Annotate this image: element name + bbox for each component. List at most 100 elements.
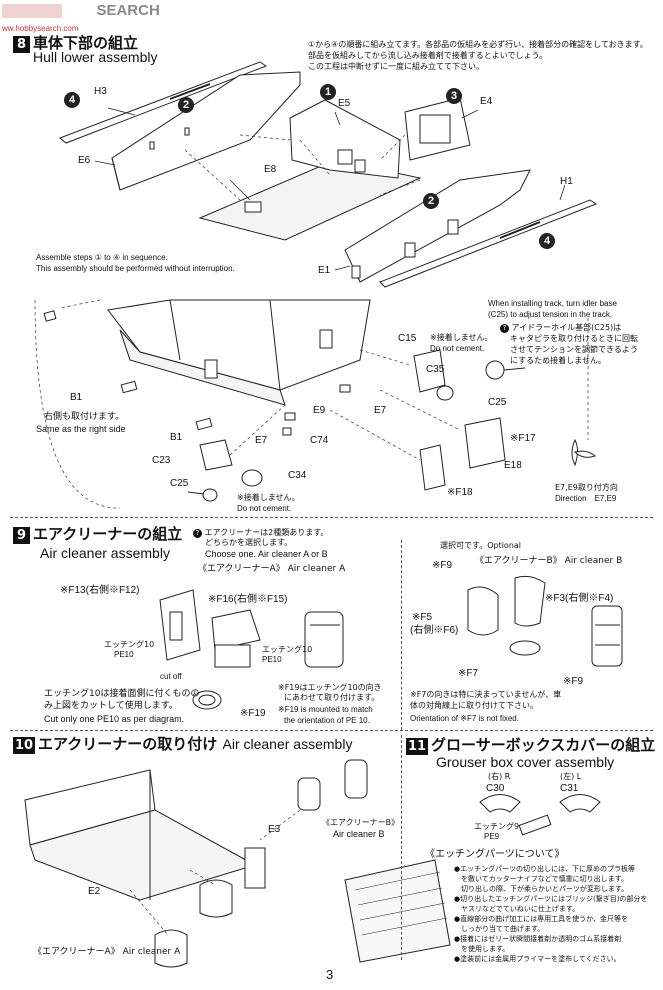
right-label: (右) R: [488, 772, 511, 781]
part-label-f18: ※F18: [447, 487, 473, 498]
optional-note: 選択可です。Optional: [440, 541, 522, 550]
pe9-label: PE9: [484, 832, 500, 841]
part-label-c74: C74: [310, 435, 329, 446]
part-label-h3: H3: [94, 86, 107, 97]
pe-parts-title: 《エッチングパーツについて》: [425, 849, 565, 860]
track-note-jp-3: させてテンションを調節できるよう: [510, 345, 638, 354]
pe-note-en: Cut only one PE10 as per diagram.: [44, 714, 185, 724]
part-label-c30: C30: [486, 783, 505, 794]
part-label-f6: (右側※F6): [410, 625, 459, 636]
part-label-f5: ※F5: [412, 612, 433, 623]
part-label-e5: E5: [338, 98, 351, 109]
section8-note-jp-2: 部品を仮組みしてから流し込み接着剤で接着するとよいでしょう。: [308, 51, 548, 60]
track-note-en-2: (C25) to adjust tension in the track.: [488, 310, 613, 319]
section10-cleaner-b-jp: 《エアクリーナーB》: [322, 818, 400, 827]
section8-title-en: Hull lower assembly: [33, 49, 158, 65]
pe10b-label: PE10: [262, 655, 282, 664]
section10-cleaner-a: 《エアクリーナーA》 Air cleaner A: [33, 947, 181, 957]
cleaner-b-title: 《エアクリーナーB》 Air cleaner B: [475, 556, 623, 566]
section8-note-en-2: This assembly should be performed withou…: [36, 264, 235, 273]
step-circle-2a: 2: [178, 97, 194, 113]
pe10b-label-jp: エッチング10: [262, 645, 313, 654]
pe-note-2: を敷いてカッターナイフなどで慎重に切り出します。: [454, 875, 628, 883]
section-divider-1: [10, 517, 653, 518]
part-label-e9: E9: [313, 405, 326, 416]
part-label-f9b: ※F9: [563, 676, 584, 687]
cleaner-a-title: 《エアクリーナーA》 Air cleaner A: [198, 564, 346, 574]
no-cement-note-en-1: Do not cement.: [430, 344, 485, 353]
no-cement-note-jp-2: ※接着しません。: [237, 493, 300, 502]
part-label-e4: E4: [480, 96, 493, 107]
no-cement-note-jp-1: ※接着しません。: [430, 333, 493, 342]
watermark-url: ww.hobbysearch.com: [2, 24, 79, 33]
part-label-e18: E18: [504, 460, 522, 471]
pe-note-5: ヤスリなどでていねいに仕上げます。: [454, 905, 580, 913]
pe-parts-notes: ●エッチングパーツの切り出しには、下に厚めのプラ板等 を敷いてカッターナイフなど…: [454, 864, 647, 964]
pe-note-jp-2: み上図をカットして使用します。: [44, 701, 178, 711]
part-label-e7b: E7: [255, 435, 268, 446]
section10-title-en: Air cleaner assembly: [222, 736, 353, 752]
pe-note-9: を使用します。: [454, 945, 510, 953]
part-label-e3: E3: [268, 824, 281, 835]
part-label-c15: C15: [398, 333, 417, 344]
f7-note-en: Orientation of ※F7 is not fixed.: [410, 714, 519, 723]
step-number-8: 8: [13, 36, 30, 53]
pe10a-label-jp: エッチング10: [104, 640, 155, 649]
part-label-c34: C34: [288, 470, 307, 481]
pe10a-label: PE10: [114, 650, 134, 659]
right-side-note-en: Same as the right side: [36, 424, 126, 434]
right-side-note-jp: 右側も取付けます。: [44, 412, 125, 422]
track-note-jp-4: にするため接着しません。: [510, 356, 606, 365]
direction-note-jp: E7,E9取り付方向: [555, 483, 618, 492]
part-label-e2: E2: [88, 886, 101, 897]
part-label-c25a: C25: [488, 397, 507, 408]
part-label-f19a: ※F19: [240, 708, 266, 719]
f19-note-en-1: ※F19 is mounted to match: [278, 705, 373, 714]
pe-note-jp-1: エッチング10は接着面側に付くものの: [44, 689, 200, 699]
part-label-c25b: C25: [170, 478, 189, 489]
watermark-text: SEARCH: [96, 2, 160, 20]
pe-note-3: 切り出しの際、下が柔らかいとパーツが変形します。: [454, 885, 629, 893]
page-number: 3: [326, 967, 334, 982]
f19-note-jp-1: ※F19はエッチング10の向き: [278, 683, 382, 692]
part-label-c31: C31: [560, 783, 579, 794]
track-note-jp-1: ? アイドラーホイル基部(C25)は: [500, 323, 621, 333]
step-circle-2b: 2: [423, 193, 439, 209]
left-label: (左) L: [560, 772, 582, 781]
choose-note-jp-2: どちらかを選択します。: [205, 538, 293, 547]
f19-note-en-2: the orientation of PE 10.: [284, 716, 370, 725]
step-circle-4b: 4: [539, 233, 555, 249]
part-label-c35: C35: [426, 364, 445, 375]
section11-vertical-divider: [401, 735, 402, 960]
section8-note-en-1: Assemble steps ① to ④ in sequence.: [36, 253, 168, 262]
section-divider-2: [10, 730, 653, 731]
pe-note-4: ●切り出したエッチングパーツにはブリッジ(繋ぎ目)の部分を: [454, 895, 648, 903]
part-label-e6: E6: [78, 155, 91, 166]
part-label-h1: H1: [560, 176, 573, 187]
step-circle-3: 3: [446, 88, 462, 104]
pe-note-8: ●接着にはゼリー状瞬間接着剤か透明のゴム系接着剤: [454, 935, 622, 943]
section11-title-en: Grouser box cover assembly: [436, 754, 615, 770]
pe9-label-jp: エッチング9: [474, 822, 520, 831]
section9-vertical-divider: [401, 540, 402, 730]
part-label-f9a: ※F9: [432, 560, 453, 571]
step-circle-4a: 4: [64, 92, 80, 108]
part-label-e7a: E7: [374, 405, 387, 416]
section9-title-en: Air cleaner assembly: [40, 545, 170, 561]
direction-note-en: Direction E7,E9: [555, 494, 617, 503]
f19-note-jp-2: にあわせて取り付けます。: [284, 693, 380, 702]
section10-cleaner-b-en: Air cleaner B: [333, 829, 385, 839]
warning-icon: ?: [193, 529, 202, 538]
watermark-logo: SEARCH: [2, 2, 160, 20]
pe-note-1: ●エッチングパーツの切り出しには、下に厚めのプラ板等: [454, 865, 635, 873]
part-label-f13: ※F13(右側※F12): [60, 585, 140, 596]
section8-note-jp-3: この工程は中断せずに一度に組み立てて下さい。: [308, 62, 484, 71]
cut-off-label: cut off: [160, 672, 182, 681]
part-label-f17: ※F17: [510, 433, 536, 444]
part-label-b1a: B1: [70, 392, 83, 403]
f7-note-jp-1: ※F7の向きは特に決まっていませんが、車: [410, 690, 562, 699]
pe-note-10: ●塗装前には金属用プライマーを塗布してください。: [454, 955, 621, 963]
part-label-c23: C23: [152, 455, 171, 466]
